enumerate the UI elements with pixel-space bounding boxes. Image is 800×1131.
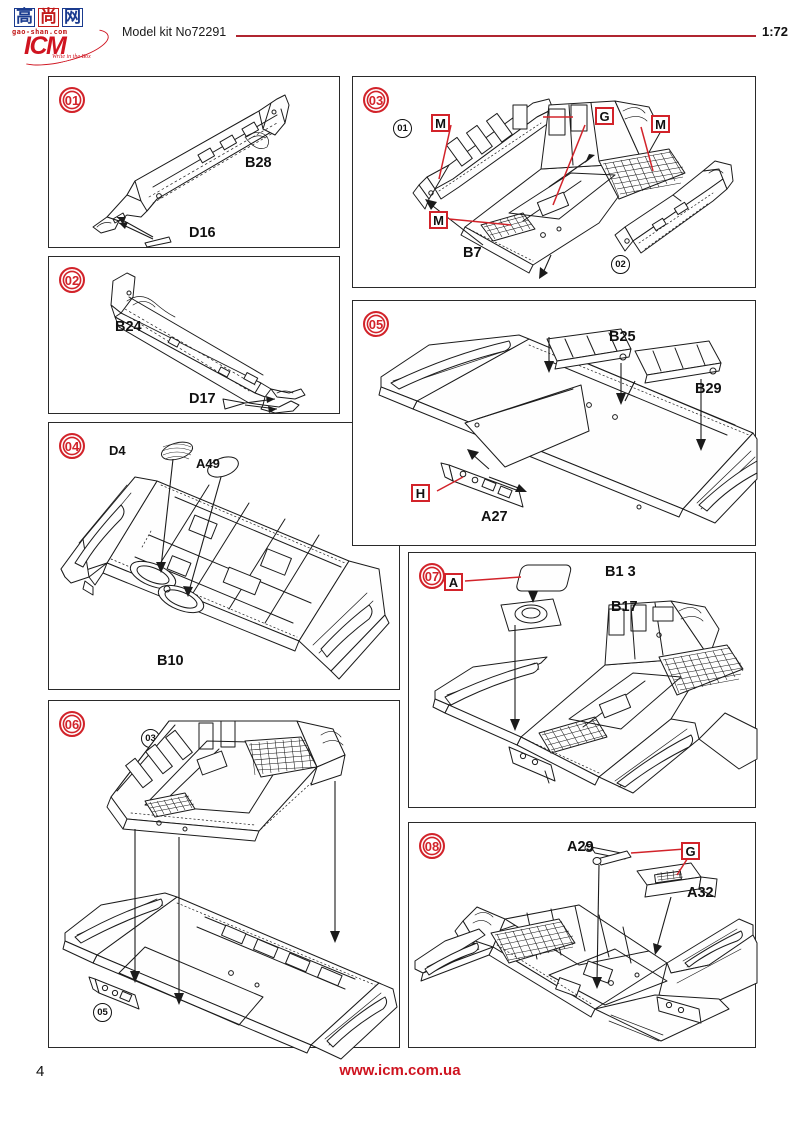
step-panel-01: 01 B28 D16 [48,76,340,248]
page-number: 4 [36,1063,45,1080]
chinese-site-characters: 高 尚 网 [14,4,106,30]
step-badge-05: 05 [363,311,389,337]
step-08-diagram [414,844,758,1042]
part-label-b25: B25 [609,329,636,345]
step-panel-04: 04 [48,422,400,690]
step-03-subref-02: 02 [611,255,630,274]
step-03-subref-01: 01 [393,119,412,138]
step-03-diagram [412,98,734,279]
color-mark-g-2: G [681,842,700,860]
step-panel-02: 02 B24 D17 [48,256,340,414]
part-label-b17: B17 [611,599,638,615]
step-01-diagram [92,94,290,248]
part-label-a27: A27 [481,509,508,525]
step-panel-06: 06 03 05 [48,700,400,1060]
part-label-b29: B29 [695,381,722,397]
step-04-diagram [60,441,390,680]
part-label-b7: B7 [463,245,482,261]
icm-tagline: Write in the Box [52,54,91,60]
step-02-diagram [110,272,306,414]
step-panel-07: 07 [408,552,758,808]
color-mark-m-1: M [431,114,450,132]
watermark-domain: gao-shan.com [12,28,68,36]
step-06-diagram [62,720,398,1060]
watermark-logo: 高 尚 网 gao-shan.com ICM Write in the Box [8,4,113,73]
website-link[interactable]: www.icm.com.ua [339,1062,461,1079]
page-header: 高 尚 网 gao-shan.com ICM Write in the Box … [0,0,800,73]
step-panel-08: 08 [408,822,758,1048]
step-badge-06: 06 [59,711,85,737]
part-label-b13: B1 3 [605,564,636,580]
icm-brand-text: ICM [24,32,67,60]
color-mark-a: A [444,573,463,591]
color-mark-g: G [595,107,614,125]
step-panel-03: 03 01 02 [352,76,756,288]
part-label-a49: A49 [196,456,220,471]
step-badge-01: 01 [59,87,85,113]
cn-char-1: 高 [14,6,35,27]
cn-char-2: 尚 [38,6,59,27]
step-06-subref-05: 05 [93,1003,112,1022]
step-07-diagram [432,564,758,794]
part-label-d16: D16 [189,225,216,241]
color-mark-m-2: M [651,115,670,133]
part-label-a32: A32 [687,885,714,901]
step-badge-04: 04 [59,433,85,459]
part-label-d4: D4 [109,443,126,458]
step-badge-08: 08 [419,833,445,859]
part-label-d17: D17 [189,391,216,407]
part-label-b28: B28 [245,155,272,171]
color-mark-m-3: M [429,211,448,229]
step-05-diagram [378,328,758,524]
part-label-a29: A29 [567,839,594,855]
color-mark-h: H [411,484,430,502]
step-badge-02: 02 [59,267,85,293]
header-rule [236,35,756,37]
step-panel-05: 05 [352,300,758,546]
scale-label: 1:72 [761,24,788,39]
part-label-b10: B10 [157,653,184,669]
part-label-b24: B24 [115,319,142,335]
kit-number-label: Model kit No72291 [122,25,227,39]
step-badge-03: 03 [363,87,389,113]
cn-char-3: 网 [62,6,83,27]
